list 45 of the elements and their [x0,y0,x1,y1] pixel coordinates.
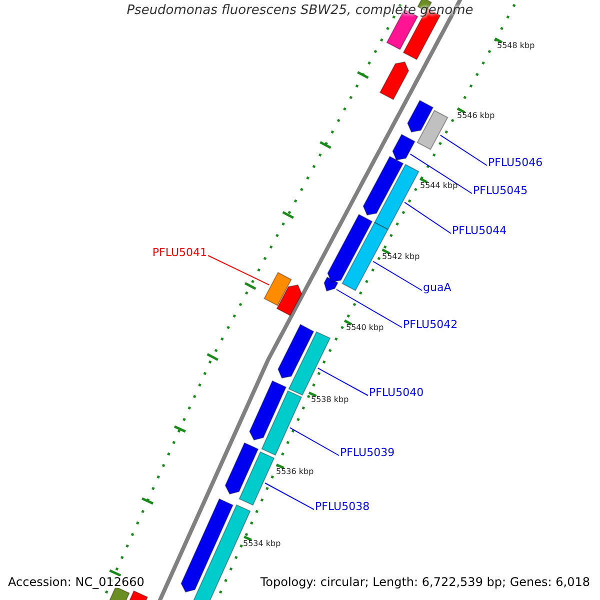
gene-feature [276,284,302,316]
gene-feature [128,590,148,600]
leader-line [264,482,314,510]
gene-feature [238,451,275,506]
gene-label: PFLU5046 [488,157,543,168]
gene-feature [416,110,448,150]
gene-label: PFLU5038 [315,501,370,512]
gene-feature [224,442,259,495]
gene-label: guaA [423,282,452,293]
leader-line [336,289,402,328]
gene-feature [327,214,373,283]
gene-feature [261,390,302,456]
scale-label: 5544 kbp [420,182,458,190]
gene-label: PFLU5042 [403,319,458,330]
gene-feature [278,324,314,379]
gene-feature [180,498,234,593]
scale-label: 5546 kbp [457,112,495,120]
scale-label: 5538 kbp [311,396,349,404]
gene-feature [374,164,420,230]
accession-text: Accession: NC_012660 [8,576,144,588]
gene-feature [249,380,287,441]
gene-feature [288,331,331,396]
gene-feature [324,276,338,292]
gene-feature [407,100,434,133]
scale-label: 5540 kbp [346,324,384,332]
leader-line [410,154,472,194]
gene-label: PFLU5039 [340,447,395,458]
gene-label: PFLU5041 [152,247,207,258]
gene-feature [264,272,292,306]
scale-label: 5536 kbp [276,468,314,476]
scale-label: 5542 kbp [382,253,420,261]
leader-line [317,368,368,396]
genome-summary-text: Topology: circular; Length: 6,722,539 bp; Genes: 6,018 [260,576,590,588]
leader-line [208,255,270,286]
leader-line [289,427,340,456]
scale-label: 5548 kbp [497,42,535,50]
leader-line [372,260,422,291]
leader-line [404,202,452,234]
gene-feature [379,61,410,100]
gene-label: PFLU5044 [452,225,507,236]
gene-label: PFLU5040 [369,387,424,398]
gene-feature [362,156,404,216]
gene-feature [392,134,416,161]
scale-label: 5534 kbp [243,540,281,548]
gene-label: PFLU5045 [473,185,528,196]
